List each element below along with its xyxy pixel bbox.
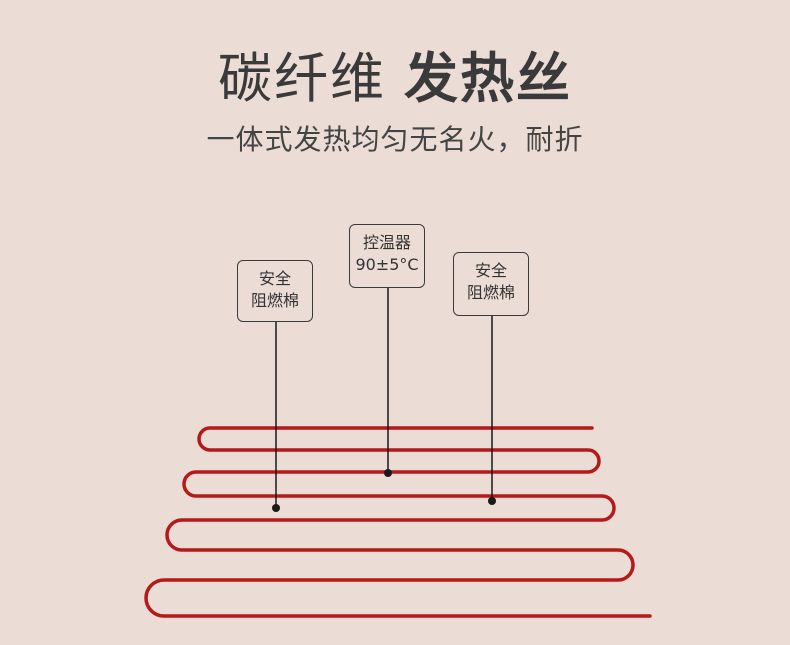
- callout-flame-retardant-cotton-left: 安全 阻燃棉: [237, 260, 313, 322]
- leader-dot-left: [272, 504, 280, 512]
- callout-left-line2: 阻燃棉: [250, 291, 299, 310]
- callout-flame-retardant-cotton-right: 安全 阻燃棉: [453, 252, 529, 316]
- callout-left-line1: 安全: [258, 269, 291, 288]
- leader-dot-middle: [384, 469, 392, 477]
- callout-middle-line1: 控温器: [362, 233, 411, 252]
- heating-wire: [144, 426, 652, 618]
- callout-thermostat: 控温器 90±5°C: [349, 224, 425, 288]
- callout-right-line2: 阻燃棉: [466, 283, 515, 302]
- page-title: 碳纤维发热丝: [0, 44, 790, 114]
- callout-right-line1: 安全: [474, 261, 507, 280]
- callout-middle-line2: 90±5°C: [355, 255, 419, 274]
- leader-dot-right: [488, 497, 496, 505]
- title-bold: 发热丝: [404, 47, 572, 110]
- title-light: 碳纤维: [218, 47, 386, 110]
- page-subtitle: 一体式发热均匀无名火，耐折: [206, 123, 584, 156]
